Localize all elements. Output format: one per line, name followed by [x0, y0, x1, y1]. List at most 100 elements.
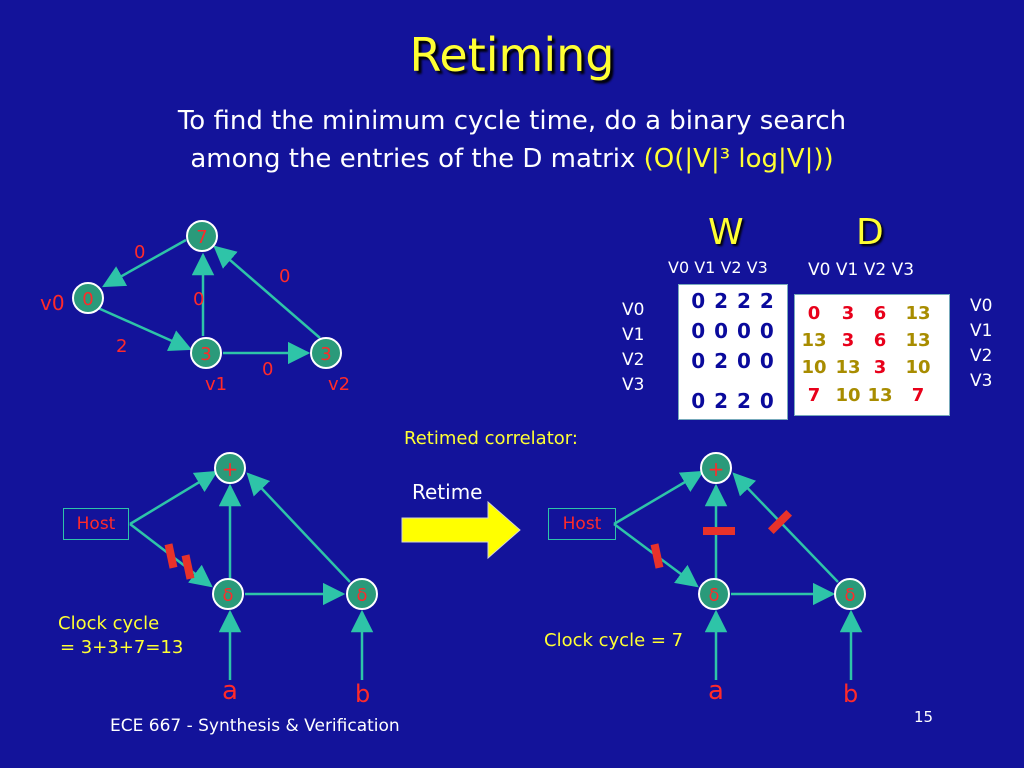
d-cell-1-0: 13 [801, 330, 827, 351]
svg-text:0: 0 [82, 289, 93, 310]
input-b-left: b [355, 680, 371, 708]
d-cell-3-0: 7 [807, 385, 821, 406]
w-col-3: V3 [746, 258, 768, 277]
clock-cycle-left-line2: = 3+3+7=13 [60, 637, 184, 658]
matrix-d-row-labels: V0 V1 V2 V3 [970, 294, 992, 394]
graph-node-top: 7 [186, 220, 218, 252]
d-cell-3-3: 7 [911, 385, 925, 406]
left-correlator: + δ δ [129, 452, 378, 680]
svg-text:+: + [222, 457, 239, 481]
register-right-1 [650, 543, 664, 569]
w-row-label-3: V3 [622, 375, 645, 395]
svg-text:7: 7 [196, 227, 207, 248]
graph-node-v2: 3 [310, 337, 342, 369]
d-cell-2-0: 10 [801, 357, 827, 378]
w-row-label-1: V1 [622, 325, 645, 345]
edge-top-v0 [102, 238, 187, 288]
d-col-3: V3 [891, 260, 915, 280]
host-box-right: Host [548, 508, 616, 540]
subtitle-line-2: among the entries of the D matrix (O(|V|… [0, 140, 1024, 178]
w-row-label-0: V0 [622, 300, 645, 320]
edge-v2-top [213, 245, 321, 339]
matrix-w-header: W [708, 212, 744, 253]
d-col-2: V2 [863, 260, 887, 280]
edge-weight-v1-top: 0 [193, 289, 204, 310]
d-cell-2-2: 3 [873, 357, 887, 378]
w-row-label-2: V2 [622, 350, 645, 370]
w-row-1: 0 0 0 0 [691, 319, 775, 343]
adder-node-right: + [700, 452, 732, 484]
page-number: 15 [914, 708, 934, 726]
w-col-0: V0 [668, 258, 690, 277]
svg-text:δ: δ [708, 585, 719, 606]
svg-text:3: 3 [200, 344, 211, 365]
retimed-correlator-caption: Retimed correlator: [404, 428, 578, 449]
w-row-2: 0 2 0 0 [691, 349, 775, 373]
edge-weight-v2-top: 0 [279, 266, 290, 287]
d-col-1: V1 [835, 260, 859, 280]
d-cell-0-2: 6 [873, 303, 887, 324]
d-cell-2-3: 10 [905, 357, 931, 378]
complexity-formula: (O(|V|³ log|V|)) [643, 144, 834, 174]
delta-node-right-1: δ [698, 578, 730, 610]
subtitle-line-1: To find the minimum cycle time, do a bin… [177, 106, 847, 136]
retime-label: Retime [412, 480, 483, 504]
w-col-2: V2 [720, 258, 742, 277]
d-cell-0-1: 3 [841, 303, 855, 324]
graph-node-v1: 3 [190, 337, 222, 369]
matrix-d-header: D [856, 212, 884, 253]
subtitle-line-2-text: among the entries of the D matrix [190, 144, 636, 174]
d-col-0: V0 [808, 260, 831, 280]
matrix-w-row-labels: V0 V1 V2 V3 [622, 298, 644, 398]
adder-node-left: + [214, 452, 246, 484]
input-a-right: a [708, 676, 724, 706]
register-right-3 [767, 509, 793, 535]
matrix-w: 0 2 2 2 0 0 0 0 0 2 0 0 0 2 2 0 [678, 284, 788, 420]
edge-v0-v1 [97, 306, 193, 352]
d-cell-0-0: 0 [807, 303, 821, 324]
right-correlator: + δ δ [613, 452, 866, 680]
svg-text:+: + [708, 457, 725, 481]
d-cell-1-2: 6 [873, 330, 887, 351]
clock-cycle-right: Clock cycle = 7 [544, 630, 684, 651]
register-right-2 [703, 527, 735, 535]
delta-node-right-2: δ [834, 578, 866, 610]
input-b-right: b [843, 680, 859, 708]
register-left-1 [164, 543, 178, 569]
d-row-label-3: V3 [970, 371, 993, 391]
graph-node-v0: 0 [72, 282, 104, 314]
host-box-left: Host [63, 508, 129, 540]
delta-node-left-2: δ [346, 578, 378, 610]
w-row-0: 0 2 2 2 [691, 289, 775, 313]
node-label-v0: v0 [40, 291, 65, 315]
w-col-1: V1 [694, 258, 716, 277]
matrix-d-col-headers: V0 V1 V2 V3 [808, 260, 948, 280]
clock-cycle-left-line1: Clock cycle [58, 613, 160, 634]
d-cell-3-2: 13 [867, 385, 893, 406]
clock-cycle-left: Clock cycle = 3+3+7=13 [58, 612, 183, 660]
d-row-label-0: V0 [970, 296, 993, 316]
input-a-left: a [222, 676, 238, 706]
slide-footer: ECE 667 - Synthesis & Verification [110, 716, 400, 736]
svg-text:3: 3 [320, 344, 331, 365]
d-cell-2-1: 13 [835, 357, 861, 378]
svg-text:δ: δ [356, 585, 367, 606]
svg-text:δ: δ [222, 585, 233, 606]
edge-weight-top-v0: 0 [134, 242, 145, 263]
retime-arrow [401, 500, 521, 560]
delta-node-left-1: δ [212, 578, 244, 610]
retiming-graph [97, 238, 321, 365]
edge-weight-v0-v1: 2 [116, 336, 127, 357]
node-label-v1: v1 [205, 374, 227, 395]
d-cell-1-1: 3 [841, 330, 855, 351]
register-left-2 [181, 554, 195, 580]
slide-title: Retiming [409, 28, 615, 82]
node-label-v2: v2 [328, 374, 350, 395]
svg-text:δ: δ [844, 585, 855, 606]
d-row-label-1: V1 [970, 321, 993, 341]
w-row-3: 0 2 2 0 [691, 389, 775, 413]
matrix-w-col-headers: V0 V1 V2 V3 [668, 258, 788, 277]
d-cell-1-3: 13 [905, 330, 931, 351]
matrix-d: 0 3 6 13 13 3 6 13 10 13 3 10 7 10 13 7 [794, 294, 950, 416]
